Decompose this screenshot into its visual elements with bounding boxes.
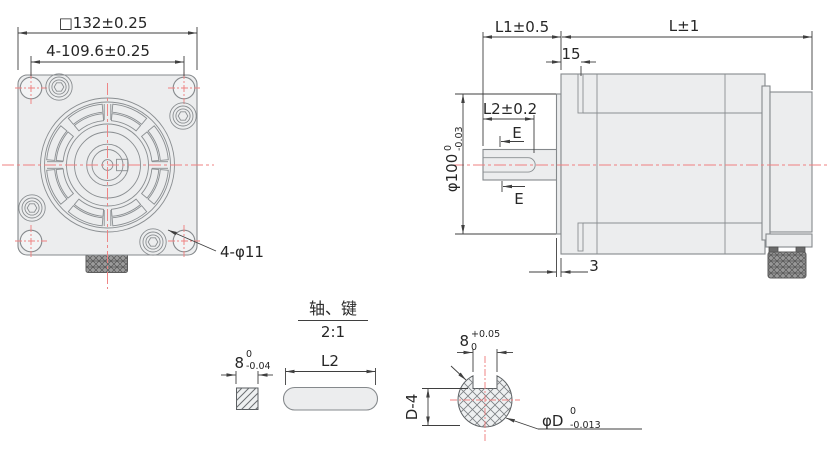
fan-segment xyxy=(67,204,104,227)
front-screw-recess-top xyxy=(577,73,584,114)
dim-shaft-diameter-text: φD xyxy=(542,412,563,430)
fan-segment xyxy=(46,125,68,161)
front-screw-recess-bottom xyxy=(577,222,584,252)
dim-e-upper: E xyxy=(499,124,524,147)
leader-mounting-holes: 4-φ11 xyxy=(167,229,264,261)
dim-bolt-spacing: 4-109.6±0.25 xyxy=(30,42,185,76)
label-mounting-holes: 4-φ11 xyxy=(220,243,264,261)
fan-segment xyxy=(147,125,169,161)
dim-keyway-length: L2±0.2 xyxy=(483,100,537,153)
dim-shaft-length: L1±0.5 xyxy=(482,18,562,146)
fan-segment xyxy=(147,169,169,205)
shaft-dia-tol-lower: -0.013 xyxy=(570,420,601,431)
fan-segment xyxy=(110,113,142,132)
label-e-upper: E xyxy=(512,124,521,142)
dim-keyway-depth-text: D-4 xyxy=(403,394,421,421)
dim-body-length-text: L±1 xyxy=(669,17,699,35)
label-e-lower: E xyxy=(514,190,523,208)
dim-pilot-depth-text: 3 xyxy=(589,257,599,275)
dim-bolt-spacing-text: 4-109.6±0.25 xyxy=(46,42,150,60)
fan-segment xyxy=(73,198,105,217)
shaft-keyway-side xyxy=(483,157,536,173)
dim-body-length: L±1 xyxy=(562,17,813,90)
fan-segment xyxy=(140,131,160,162)
key-top-view: L2 xyxy=(282,352,379,411)
fan-segment xyxy=(55,131,75,162)
dim-pilot-diameter-text: φ100 xyxy=(443,154,461,193)
key-width-tol-lower: -0.04 xyxy=(246,361,271,372)
pilot-tol-lower: -0.03 xyxy=(454,126,465,151)
fan-segment xyxy=(67,103,104,126)
motor-body xyxy=(560,73,766,255)
shaft-key-detail-view: 轴、键 2:1 8 0 -0.04 L2 xyxy=(221,299,642,441)
dim-shaft-length-text: L1±0.5 xyxy=(495,18,549,36)
front-view: □132±0.25 4-109.6±0.25 4-φ11 xyxy=(2,14,264,289)
dim-pilot-diameter: φ100 0 -0.03 xyxy=(443,93,556,235)
fan-segment xyxy=(73,113,105,132)
fan-segment xyxy=(111,204,148,227)
fan-segment xyxy=(140,168,160,199)
keyway-width-tol-lower: 0 xyxy=(471,342,477,353)
dim-flange-width-text: □132±0.25 xyxy=(59,14,148,32)
dim-keyway-length-text: L2±0.2 xyxy=(483,100,537,118)
pilot-tol-upper: 0 xyxy=(443,145,454,151)
rear-connector xyxy=(765,233,813,279)
key-width-text: 8 xyxy=(234,354,244,372)
dim-pilot-depth: 3 xyxy=(529,238,599,277)
front-connector xyxy=(85,249,128,273)
rear-plate xyxy=(761,85,771,241)
detail-title: 轴、键 xyxy=(309,299,357,318)
fan-segment xyxy=(111,103,148,126)
keyway-width-tol-upper: +0.05 xyxy=(471,329,500,340)
key-width-tol-upper: 0 xyxy=(246,349,252,360)
shaft-dia-tol-upper: 0 xyxy=(570,406,576,417)
rear-cover xyxy=(769,91,813,233)
dim-flange-width: □132±0.25 xyxy=(17,14,198,70)
keyway-width-text: 8 xyxy=(459,332,469,350)
shaft-cross-section: 8 +0.05 0 D-4 φD 0 -0.013 xyxy=(403,329,642,441)
key-cross-section: 8 0 -0.04 xyxy=(221,349,273,410)
fan-segment xyxy=(110,198,142,217)
detail-scale: 2:1 xyxy=(321,323,345,341)
key-length-label: L2 xyxy=(321,352,339,370)
dim-front-section: 15 xyxy=(546,45,596,76)
fan-segment xyxy=(46,169,68,205)
pilot-boss xyxy=(555,93,562,235)
dim-e-lower: E xyxy=(501,181,525,208)
side-view: L1±0.5 L±1 15 L2±0.2 E xyxy=(443,17,829,279)
dim-front-section-text: 15 xyxy=(561,45,580,63)
fan-segment xyxy=(55,168,75,199)
